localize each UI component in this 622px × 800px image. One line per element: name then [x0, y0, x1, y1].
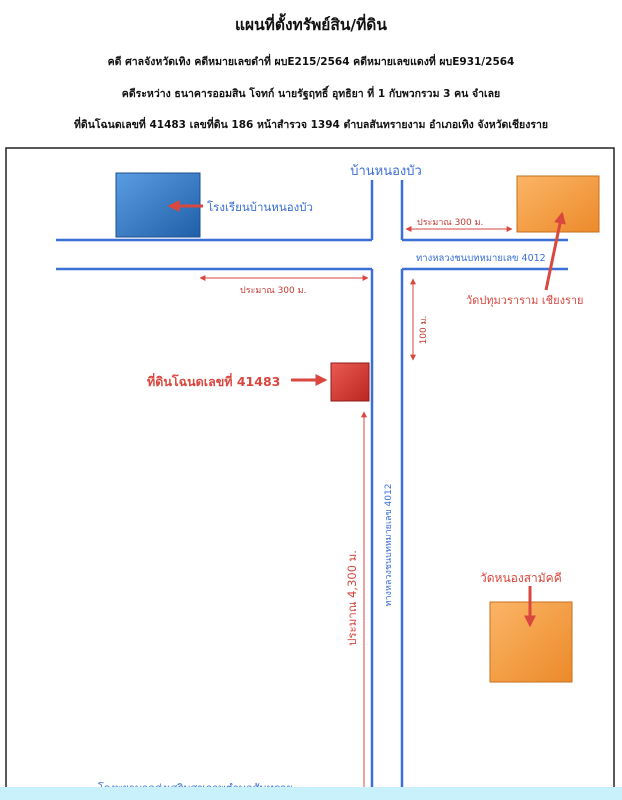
- parties-line: คดีระหว่าง ธนาคารออมสิน โจทก์ นายรัฐฤทธิ…: [121, 88, 501, 100]
- temple-nongsamakkhi-label: วัดหนองสามัคคี: [480, 571, 562, 585]
- distance-100m-label: 100 ม.: [419, 316, 429, 345]
- road-label-vertical: ทางหลวงชนบทหมายเลข 4012: [384, 484, 394, 607]
- page-title: แผนที่ตั้งทรัพย์สิน/ที่ดิน: [235, 16, 387, 34]
- land-line: ที่ดินโฉนดเลขที่ 41483 เลขที่ดิน 186 หน้…: [73, 119, 549, 131]
- temple-pathum-arrow: [544, 211, 566, 291]
- distance-4300m-label: ประมาณ 4,300 ม.: [345, 550, 359, 646]
- temple-pathum-label: วัดปทุมวราราม เชียงราย: [466, 294, 583, 307]
- land-plot-box: [330, 362, 370, 402]
- village-label: บ้านหนองบัว: [350, 164, 422, 179]
- measurement-lines: [199, 226, 513, 800]
- case-line: คดี ศาลจังหวัดเทิง คดีหมายเลขดำที่ ผบE21…: [107, 56, 515, 68]
- school-label: โรงเรียนบ้านหนองบัว: [207, 200, 313, 214]
- distance-left-label: ประมาณ 300 ม.: [240, 286, 306, 296]
- distance-top-right-label: ประมาณ 300 ม.: [417, 218, 483, 228]
- map-frame: [5, 147, 615, 800]
- pointer-arrows: [167, 200, 566, 628]
- temple-pathum-box: [516, 175, 600, 233]
- land-plot-label: ที่ดินโฉนดเลขที่ 41483: [147, 373, 280, 389]
- bottom-strip: [0, 787, 622, 800]
- roads: [56, 180, 568, 800]
- road-label-horizontal: ทางหลวงชนบทหมายเลข 4012: [416, 253, 546, 264]
